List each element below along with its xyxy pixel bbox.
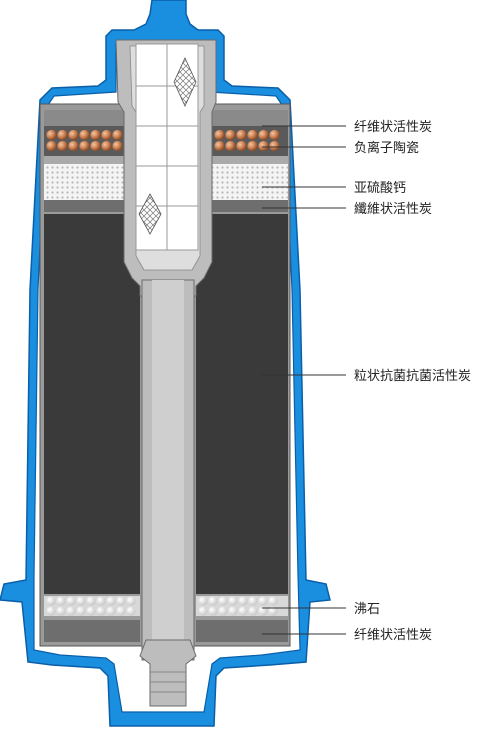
layer-gap-right [212,156,288,164]
ceramic-ball [236,129,247,141]
mesh-panel-bottom [138,193,162,235]
central-tube-inner [152,280,184,660]
ceramic-ball [112,129,123,141]
ceramic-ball [236,140,247,152]
layers [44,110,288,642]
layer-carbon-fiber-mid-right [212,200,288,212]
layer-carbon-fiber-top-right [212,110,288,126]
annotations: 纤维状活性炭 负离子陶瓷 亚硫酸钙 纖維状活性炭 粒状抗菌抗菌活性炭 沸石 纤维… [262,120,471,643]
label-calcium-sulfite: 亚硫酸钙 [354,181,406,196]
layer-granular-carbon [44,214,140,594]
zeolite-ball [76,606,86,616]
label-carbon-fiber-bottom: 纤维状活性炭 [354,628,432,643]
zeolite-ball [116,606,126,616]
ceramic-ball [90,140,101,152]
zeolite-ball [126,596,136,606]
label-carbon-fiber-mid: 纖維状活性炭 [354,202,432,217]
ceramic-ball [225,129,236,141]
zeolite-ball [198,606,208,616]
ceramic-ball [269,140,280,152]
ceramic-ball [214,140,225,152]
layer-carbon-fiber-bottom-right [196,620,288,642]
cage-insert [135,43,199,251]
zeolite-ball [248,596,258,606]
ceramic-ball [258,140,269,152]
zeolite-ball [46,596,56,606]
layer-carbon-fiber-mid [44,200,126,212]
mesh-panel-top [173,57,197,107]
zeolite-ball [238,606,248,616]
zeolite-ball [208,596,218,606]
zeolite-ball [228,596,238,606]
zeolite-ball [66,596,76,606]
zeolite-ball [228,606,238,616]
zeolite-ball [258,606,268,616]
zeolite-ball [86,606,96,616]
layer-granular-carbon-right [196,214,288,594]
bottom-sep-right [196,616,288,620]
bottom-nozzle [139,639,197,707]
ceramic-ball [101,140,112,152]
zeolite-ball [218,596,228,606]
zeolite-ball [248,606,258,616]
ceramic-ball [46,129,57,141]
ceramic-ball [258,129,269,141]
ceramic-ball [112,140,123,152]
label-zeolite: 沸石 [354,602,380,617]
zeolite-ball [76,596,86,606]
zeolite-ball [96,596,106,606]
ceramic-ball [247,129,258,141]
ceramic-ball [79,129,90,141]
ceramic-ball [225,140,236,152]
layer-calcium-sulfite [44,164,126,200]
ceramic-ball [247,140,258,152]
layer-gap [44,156,126,164]
zeolite-balls [46,596,278,616]
ceramic-ball [68,140,79,152]
zeolite-ball [116,596,126,606]
zeolite-ball [106,596,116,606]
zeolite-ball [56,606,66,616]
ceramic-ball [269,129,280,141]
ceramic-balls [46,129,280,152]
zeolite-ball [86,596,96,606]
zeolite-ball [106,606,116,616]
zeolite-ball [268,596,278,606]
zeolite-ball [208,606,218,616]
label-granular-carbon: 粒状抗菌抗菌活性炭 [354,369,471,384]
ceramic-ball [57,129,68,141]
layer-calcium-sulfite-right [212,164,288,200]
layer-carbon-fiber-bottom [44,620,140,642]
ceramic-ball [214,129,225,141]
zeolite-ball [238,596,248,606]
ceramic-ball [90,129,101,141]
bottom-sep [44,616,140,620]
label-negative-ion-ceramic: 负离子陶瓷 [354,140,419,156]
zeolite-ball [126,606,136,616]
ceramic-ball [68,129,79,141]
zeolite-ball [268,606,278,616]
ceramic-ball [101,129,112,141]
label-carbon-fiber-top: 纤维状活性炭 [354,120,432,135]
zeolite-ball [56,596,66,606]
ceramic-ball [46,140,57,152]
zeolite-ball [96,606,106,616]
ceramic-ball [57,140,68,152]
zeolite-ball [218,606,228,616]
ceramic-ball [79,140,90,152]
layer-carbon-fiber-top [44,110,126,126]
zeolite-ball [198,596,208,606]
bottom-nozzle-ribs [150,671,186,693]
zeolite-ball [258,596,268,606]
zeolite-ball [66,606,76,616]
zeolite-ball [46,606,56,616]
